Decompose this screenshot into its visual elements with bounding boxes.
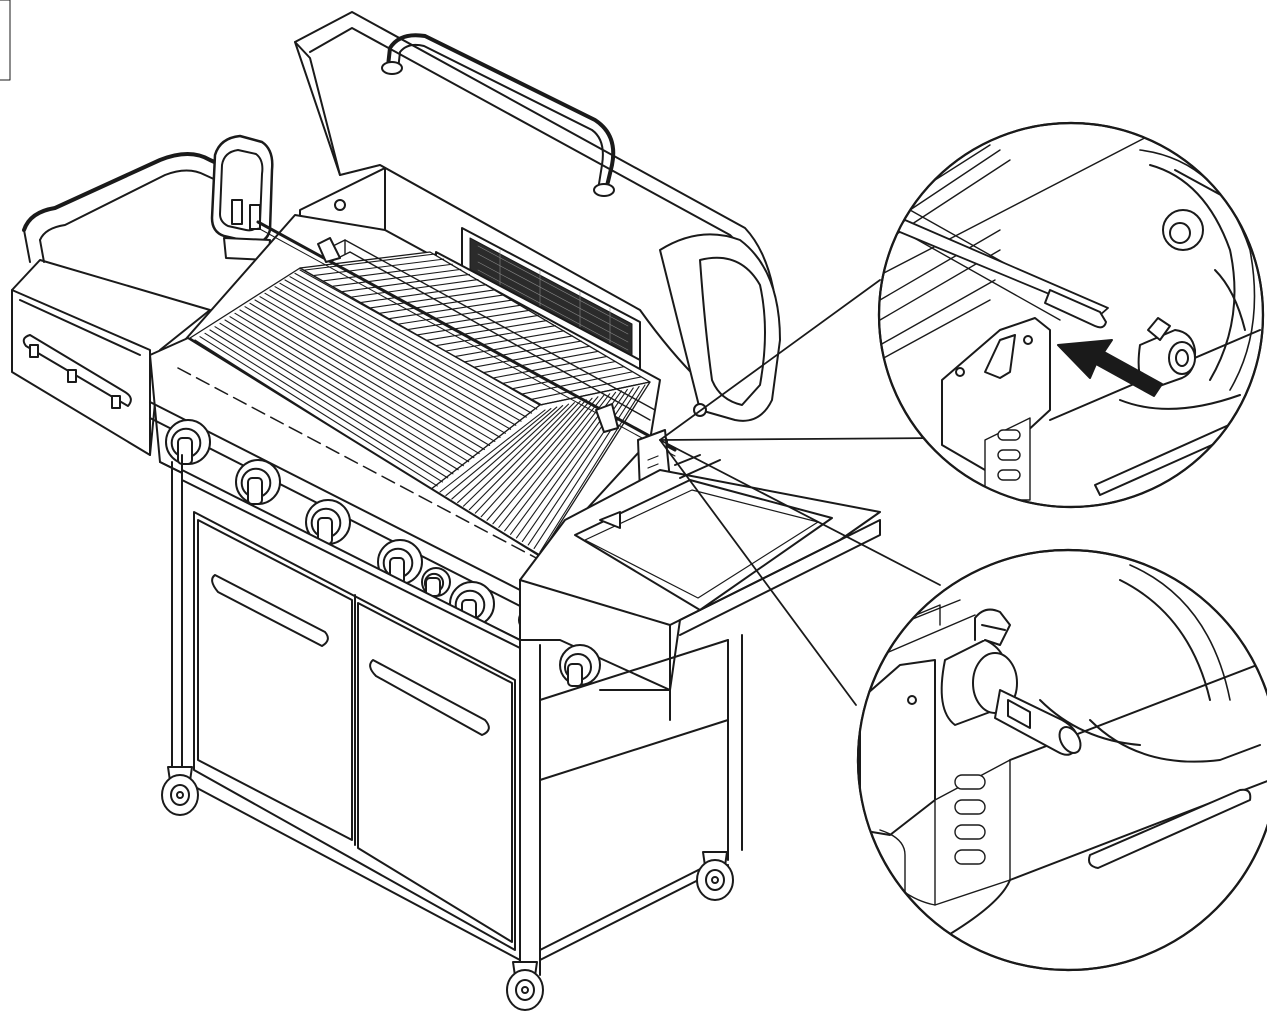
grate-bar — [279, 282, 522, 422]
grate-bar — [304, 253, 436, 271]
grate-bar — [204, 332, 444, 483]
spit-receiver — [1137, 317, 1197, 391]
grate-bar — [254, 299, 496, 442]
detail-callout-spit-insertion — [877, 121, 1265, 509]
caster-wheel — [506, 961, 544, 1011]
grate-bar — [464, 340, 582, 363]
grate-bar — [468, 402, 575, 511]
grate-bar — [451, 406, 558, 500]
control-knob — [235, 459, 281, 505]
grate-bar — [539, 381, 651, 406]
grate-bar — [214, 326, 454, 475]
control-knob — [165, 419, 211, 465]
detail-callout-spit-locking — [856, 548, 1267, 972]
grate-bar — [199, 336, 438, 487]
grate-bar — [219, 322, 459, 471]
cabinet-door-right — [357, 602, 513, 943]
grate-bar — [498, 394, 605, 528]
grate-bar — [480, 399, 587, 518]
lid-handle — [386, 33, 616, 192]
cabinet-door-left — [197, 519, 353, 841]
grate-bar — [530, 376, 642, 401]
grate-bar — [417, 314, 539, 336]
grate-bar — [533, 385, 640, 550]
rotisserie-motor — [210, 134, 274, 261]
callout-leaders — [659, 279, 941, 706]
grate-bar — [398, 304, 522, 325]
grate-bar — [474, 400, 581, 514]
control-knob — [305, 499, 351, 545]
grate-bar — [244, 306, 485, 451]
grate-bar — [445, 407, 552, 497]
grate-bar — [299, 269, 543, 406]
grate-bar — [209, 329, 449, 479]
grate-bar — [259, 296, 501, 438]
side-burner-knob — [559, 644, 601, 687]
grate-bar — [224, 319, 464, 467]
door-handle-left — [211, 574, 329, 647]
grate-bar — [462, 403, 570, 507]
grate-bar — [511, 366, 625, 390]
thumbscrew-icon — [940, 608, 1082, 756]
side-shelf-handle — [22, 152, 267, 232]
cabinet — [171, 454, 743, 976]
grate-bar — [492, 396, 599, 525]
grate-bar — [539, 384, 646, 553]
grate-bar — [492, 355, 608, 379]
control-knob — [421, 567, 451, 597]
grate-bar — [504, 393, 611, 532]
grate-bar — [229, 316, 470, 463]
grate-bar — [439, 409, 546, 493]
grate-bar — [313, 258, 445, 276]
grate-bar — [520, 371, 634, 395]
grate-bar — [457, 405, 564, 504]
grate-bar — [483, 350, 599, 374]
grate-bar — [284, 279, 527, 418]
control-knobs — [165, 419, 495, 627]
caster-wheel — [161, 766, 199, 816]
grate-bar — [426, 320, 548, 341]
tool-hook-rail — [22, 334, 132, 407]
grate-bar — [264, 292, 506, 434]
caster-wheels — [161, 766, 734, 1011]
door-handle-right — [369, 659, 490, 736]
grate-bar — [473, 345, 591, 368]
grate-bar — [445, 330, 565, 352]
grate-bar — [294, 272, 538, 410]
arrow-icon — [1057, 339, 1163, 397]
caster-wheel — [696, 851, 734, 901]
grate-bar — [239, 309, 480, 455]
grate-bar — [486, 397, 593, 521]
grate-bar — [407, 309, 531, 330]
grate-bar — [289, 276, 533, 414]
grate-bar — [234, 312, 475, 459]
grate-bar — [501, 360, 617, 384]
grate-bar — [527, 387, 634, 546]
grate-bar — [249, 302, 491, 447]
control-panel — [149, 337, 542, 641]
grate-bar — [454, 335, 574, 357]
grate-bar — [436, 325, 556, 347]
grate-bar — [274, 286, 517, 426]
grate-bar — [269, 289, 512, 430]
